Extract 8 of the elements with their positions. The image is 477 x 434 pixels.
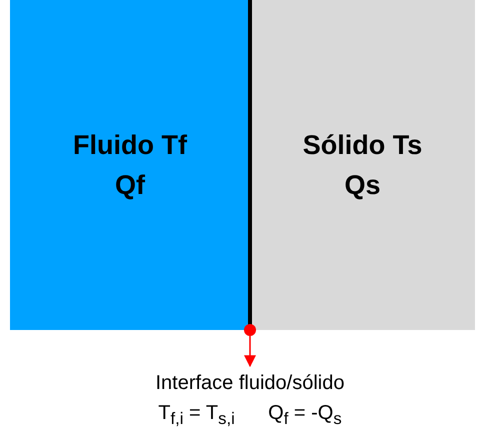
interface-label: T$_{f,i}$ = T$_{s,i}$ Q$_{f}$ = -Q$_{s}$	[157, 401, 343, 430]
region-label: Sólido Ts Qs	[302, 129, 422, 202]
arrow	[244, 336, 256, 368]
interface-point	[244, 324, 256, 336]
interface-label: Interface fluido/sólido	[154, 371, 346, 396]
region-label: Fluido Tf Qf	[72, 129, 188, 202]
solid-region	[250, 0, 475, 330]
fluid-region	[10, 0, 250, 330]
